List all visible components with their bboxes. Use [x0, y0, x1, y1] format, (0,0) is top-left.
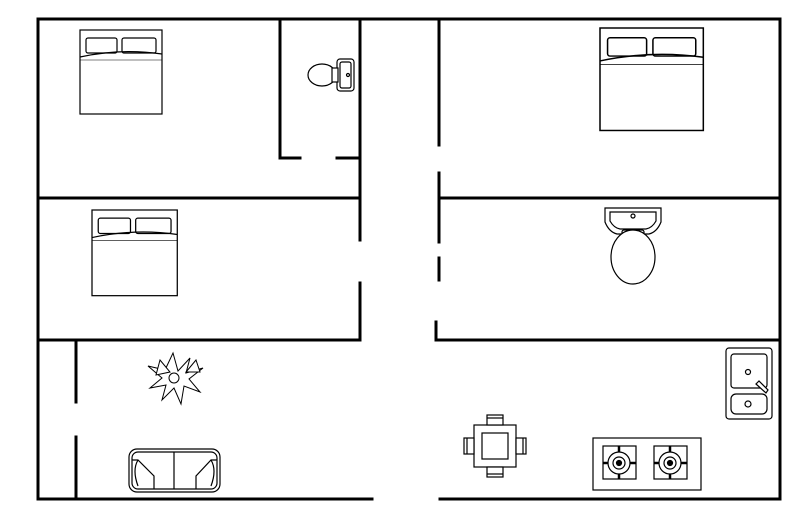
two-burner-stove: [592, 437, 702, 491]
double-sink: [725, 347, 773, 420]
bed-bedroom-2: [91, 209, 178, 297]
sofa: [128, 448, 221, 493]
potted-plant: [147, 351, 204, 406]
bed-bedroom-1: [79, 29, 163, 115]
toilet-small-bathroom: [307, 58, 355, 92]
dining-table-with-chairs: [463, 414, 527, 478]
toilet-large-bathroom: [604, 207, 662, 285]
walls: [36, 17, 782, 501]
bed-bedroom-3: [599, 27, 705, 132]
